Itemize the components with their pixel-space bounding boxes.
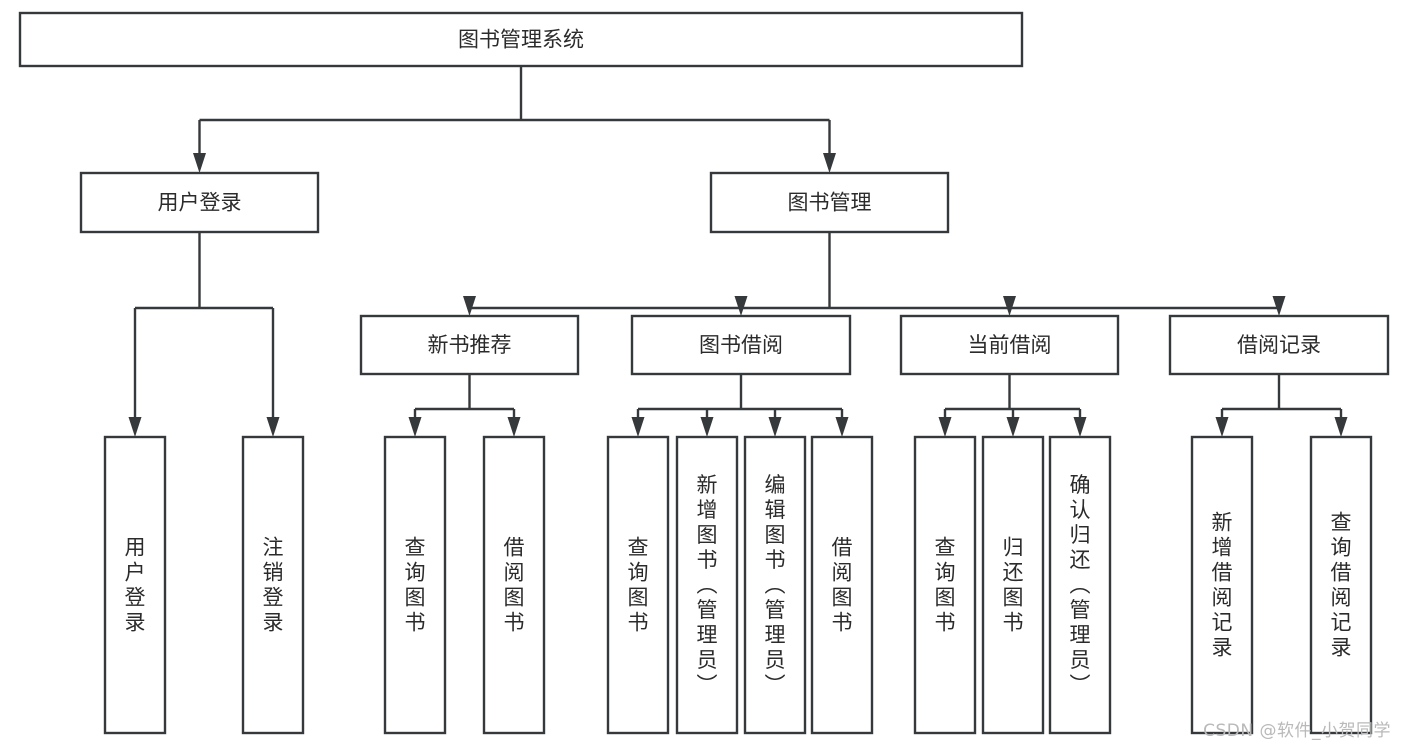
node-label: 查询图书	[405, 536, 426, 635]
node-label: 新增图书︵管理员︶	[697, 473, 718, 697]
node-box	[709, 171, 950, 234]
node-box	[359, 314, 580, 376]
node-leaf-confirm-return[interactable]: 确认归还︵管理员︶	[1048, 435, 1112, 735]
node-label: 图书管理	[788, 191, 872, 215]
node-leaf-borrow-book-2[interactable]: 借阅图书	[810, 435, 874, 735]
arrow-head-icon	[1272, 296, 1286, 316]
node-box	[79, 171, 320, 234]
arrow-head-icon	[734, 296, 748, 316]
node-label: 借阅图书	[832, 536, 853, 635]
nodes-layer: 图书管理系统用户登录图书管理新书推荐图书借阅当前借阅借阅记录用户登录注销登录查询…	[18, 11, 1390, 735]
node-leaf-add-book[interactable]: 新增图书︵管理员︶	[675, 435, 739, 735]
arrow-head-icon	[700, 417, 714, 437]
arrow-head-icon	[631, 417, 645, 437]
arrow-head-icon	[823, 153, 836, 173]
arrow-head-icon	[938, 417, 952, 437]
node-current-borrow[interactable]: 当前借阅	[899, 314, 1120, 376]
node-box	[103, 435, 167, 735]
node-leaf-logout[interactable]: 注销登录	[241, 435, 305, 735]
node-new-book-rec[interactable]: 新书推荐	[359, 314, 580, 376]
node-label: 借阅记录	[1237, 333, 1321, 357]
arrow-head-icon	[1073, 417, 1087, 437]
node-label: 新增借阅记录	[1212, 511, 1233, 660]
node-book-manage[interactable]: 图书管理	[709, 171, 950, 234]
arrow-head-icon	[463, 296, 476, 316]
arrow-head-icon	[1334, 417, 1348, 437]
node-label: 查询图书	[628, 536, 649, 635]
node-box	[1190, 435, 1254, 735]
node-label: 当前借阅	[968, 333, 1052, 357]
arrow-head-icon	[1003, 296, 1016, 316]
arrow-head-icon	[408, 417, 422, 437]
node-box	[1048, 435, 1112, 735]
node-user-login[interactable]: 用户登录	[79, 171, 320, 234]
node-box	[913, 435, 977, 735]
node-box	[1309, 435, 1373, 735]
arrow-head-icon	[507, 417, 521, 437]
node-label: 归还图书	[1003, 536, 1024, 635]
node-label: 新书推荐	[428, 333, 512, 357]
node-root[interactable]: 图书管理系统	[18, 11, 1024, 68]
node-label: 编辑图书︵管理员︶	[765, 473, 786, 697]
node-label: 用户登录	[125, 536, 146, 635]
node-leaf-edit-book[interactable]: 编辑图书︵管理员︶	[743, 435, 807, 735]
node-leaf-return-book[interactable]: 归还图书	[981, 435, 1045, 735]
arrow-head-icon	[266, 417, 280, 437]
node-box	[606, 435, 670, 735]
arrow-head-icon	[128, 417, 142, 437]
node-box	[241, 435, 305, 735]
node-leaf-add-record[interactable]: 新增借阅记录	[1190, 435, 1254, 735]
node-box	[482, 435, 546, 735]
node-box	[743, 435, 807, 735]
node-box	[383, 435, 447, 735]
node-label: 用户登录	[158, 191, 242, 215]
node-leaf-user-login[interactable]: 用户登录	[103, 435, 167, 735]
node-label: 查询图书	[935, 536, 956, 635]
node-leaf-query-record[interactable]: 查询借阅记录	[1309, 435, 1373, 735]
arrow-head-icon	[835, 417, 849, 437]
node-book-borrow[interactable]: 图书借阅	[630, 314, 852, 376]
node-leaf-query-book-1[interactable]: 查询图书	[383, 435, 447, 735]
node-label: 查询借阅记录	[1331, 511, 1352, 660]
node-box	[630, 314, 852, 376]
edges-layer	[128, 66, 1348, 437]
arrow-head-icon	[1006, 417, 1020, 437]
node-box	[899, 314, 1120, 376]
arrow-head-icon	[1215, 417, 1229, 437]
node-borrow-record[interactable]: 借阅记录	[1168, 314, 1390, 376]
arrow-head-icon	[193, 153, 206, 173]
node-box	[981, 435, 1045, 735]
node-label: 图书管理系统	[458, 28, 584, 52]
node-box	[810, 435, 874, 735]
node-label: 借阅图书	[504, 536, 525, 635]
node-label: 注销登录	[263, 536, 284, 635]
node-box	[675, 435, 739, 735]
node-leaf-borrow-book-1[interactable]: 借阅图书	[482, 435, 546, 735]
node-label: 确认归还︵管理员︶	[1070, 473, 1091, 697]
arrow-head-icon	[768, 417, 782, 437]
node-box	[1168, 314, 1390, 376]
node-label: 图书借阅	[699, 333, 783, 357]
node-leaf-query-book-3[interactable]: 查询图书	[913, 435, 977, 735]
node-box	[18, 11, 1024, 68]
node-leaf-query-book-2[interactable]: 查询图书	[606, 435, 670, 735]
